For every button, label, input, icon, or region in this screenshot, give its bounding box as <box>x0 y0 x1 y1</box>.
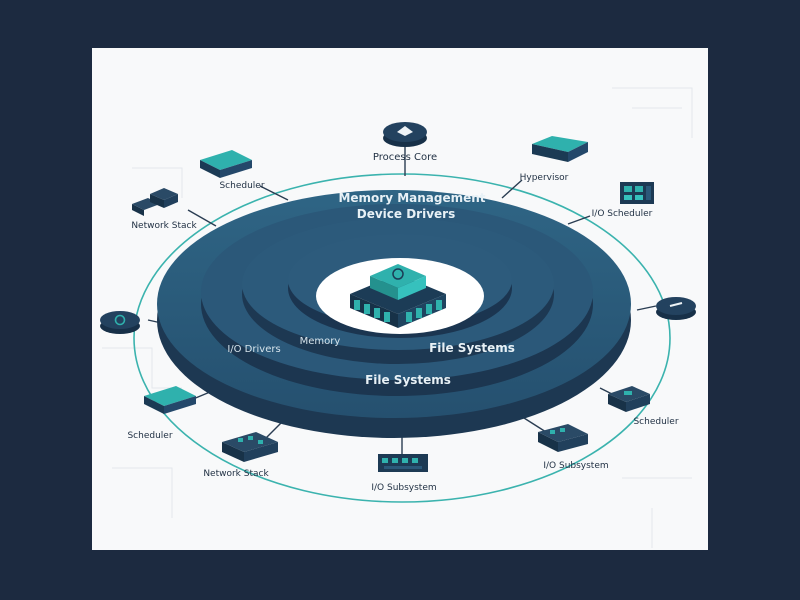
node-label-network-stack-left: Network Stack <box>131 221 197 231</box>
ring-label-memory-management: Memory Management <box>338 191 485 205</box>
diagram-canvas: Memory Management Device Drivers File Sy… <box>92 48 708 550</box>
node-label-io-scheduler: I/O Scheduler <box>592 209 653 219</box>
ring-label-file-systems-inner: File Systems <box>429 341 515 355</box>
orbit-ring <box>133 173 671 503</box>
ring-label-memory: Memory <box>300 336 341 347</box>
node-left-disc[interactable] <box>100 311 140 334</box>
node-process-core[interactable]: Process Core <box>373 122 437 163</box>
node-io-scheduler[interactable]: I/O Scheduler <box>592 182 654 219</box>
node-scheduler-bottom-right[interactable]: Scheduler <box>608 386 679 427</box>
node-scheduler-bottom-left[interactable]: Scheduler <box>127 386 196 441</box>
circuit-background <box>102 87 693 548</box>
node-label-network-stack-bottom: Network Stack <box>203 469 269 479</box>
board-icon <box>222 432 278 462</box>
disc-icon <box>669 302 683 307</box>
ring-label-io-drivers: I/O Drivers <box>227 344 280 355</box>
board-icon <box>378 454 428 472</box>
node-io-subsystem-bottom[interactable]: I/O Subsystem <box>371 454 437 493</box>
node-label-hypervisor: Hypervisor <box>520 173 569 183</box>
node-network-stack-left[interactable]: Network Stack <box>131 188 197 231</box>
ring-label-device-drivers: Device Drivers <box>357 207 455 221</box>
node-label-io-subsystem-right: I/O Subsystem <box>543 461 608 471</box>
blocks-icon <box>132 188 178 216</box>
node-io-subsystem-right[interactable]: I/O Subsystem <box>538 424 609 471</box>
node-network-stack-bottom[interactable]: Network Stack <box>203 432 278 479</box>
node-hypervisor[interactable]: Hypervisor <box>520 136 588 183</box>
chip-icon[interactable] <box>350 264 446 328</box>
os-architecture-diagram: Memory Management Device Drivers File Sy… <box>100 87 696 548</box>
server-icon <box>620 182 654 204</box>
server-icon <box>608 386 650 412</box>
cpu-disc-icon <box>397 126 413 136</box>
node-label-process-core: Process Core <box>373 152 437 163</box>
node-label-scheduler-top: Scheduler <box>219 181 264 191</box>
node-label-scheduler-bottom-right: Scheduler <box>633 417 678 427</box>
node-label-scheduler-bottom-left: Scheduler <box>127 431 172 441</box>
board-icon <box>538 424 588 452</box>
refresh-icon <box>114 314 126 326</box>
node-label-io-subsystem-bottom: I/O Subsystem <box>371 483 436 493</box>
node-right-disc[interactable] <box>656 297 696 320</box>
node-scheduler-top[interactable]: Scheduler <box>200 150 265 191</box>
ring-label-file-systems-outer: File Systems <box>365 373 451 387</box>
